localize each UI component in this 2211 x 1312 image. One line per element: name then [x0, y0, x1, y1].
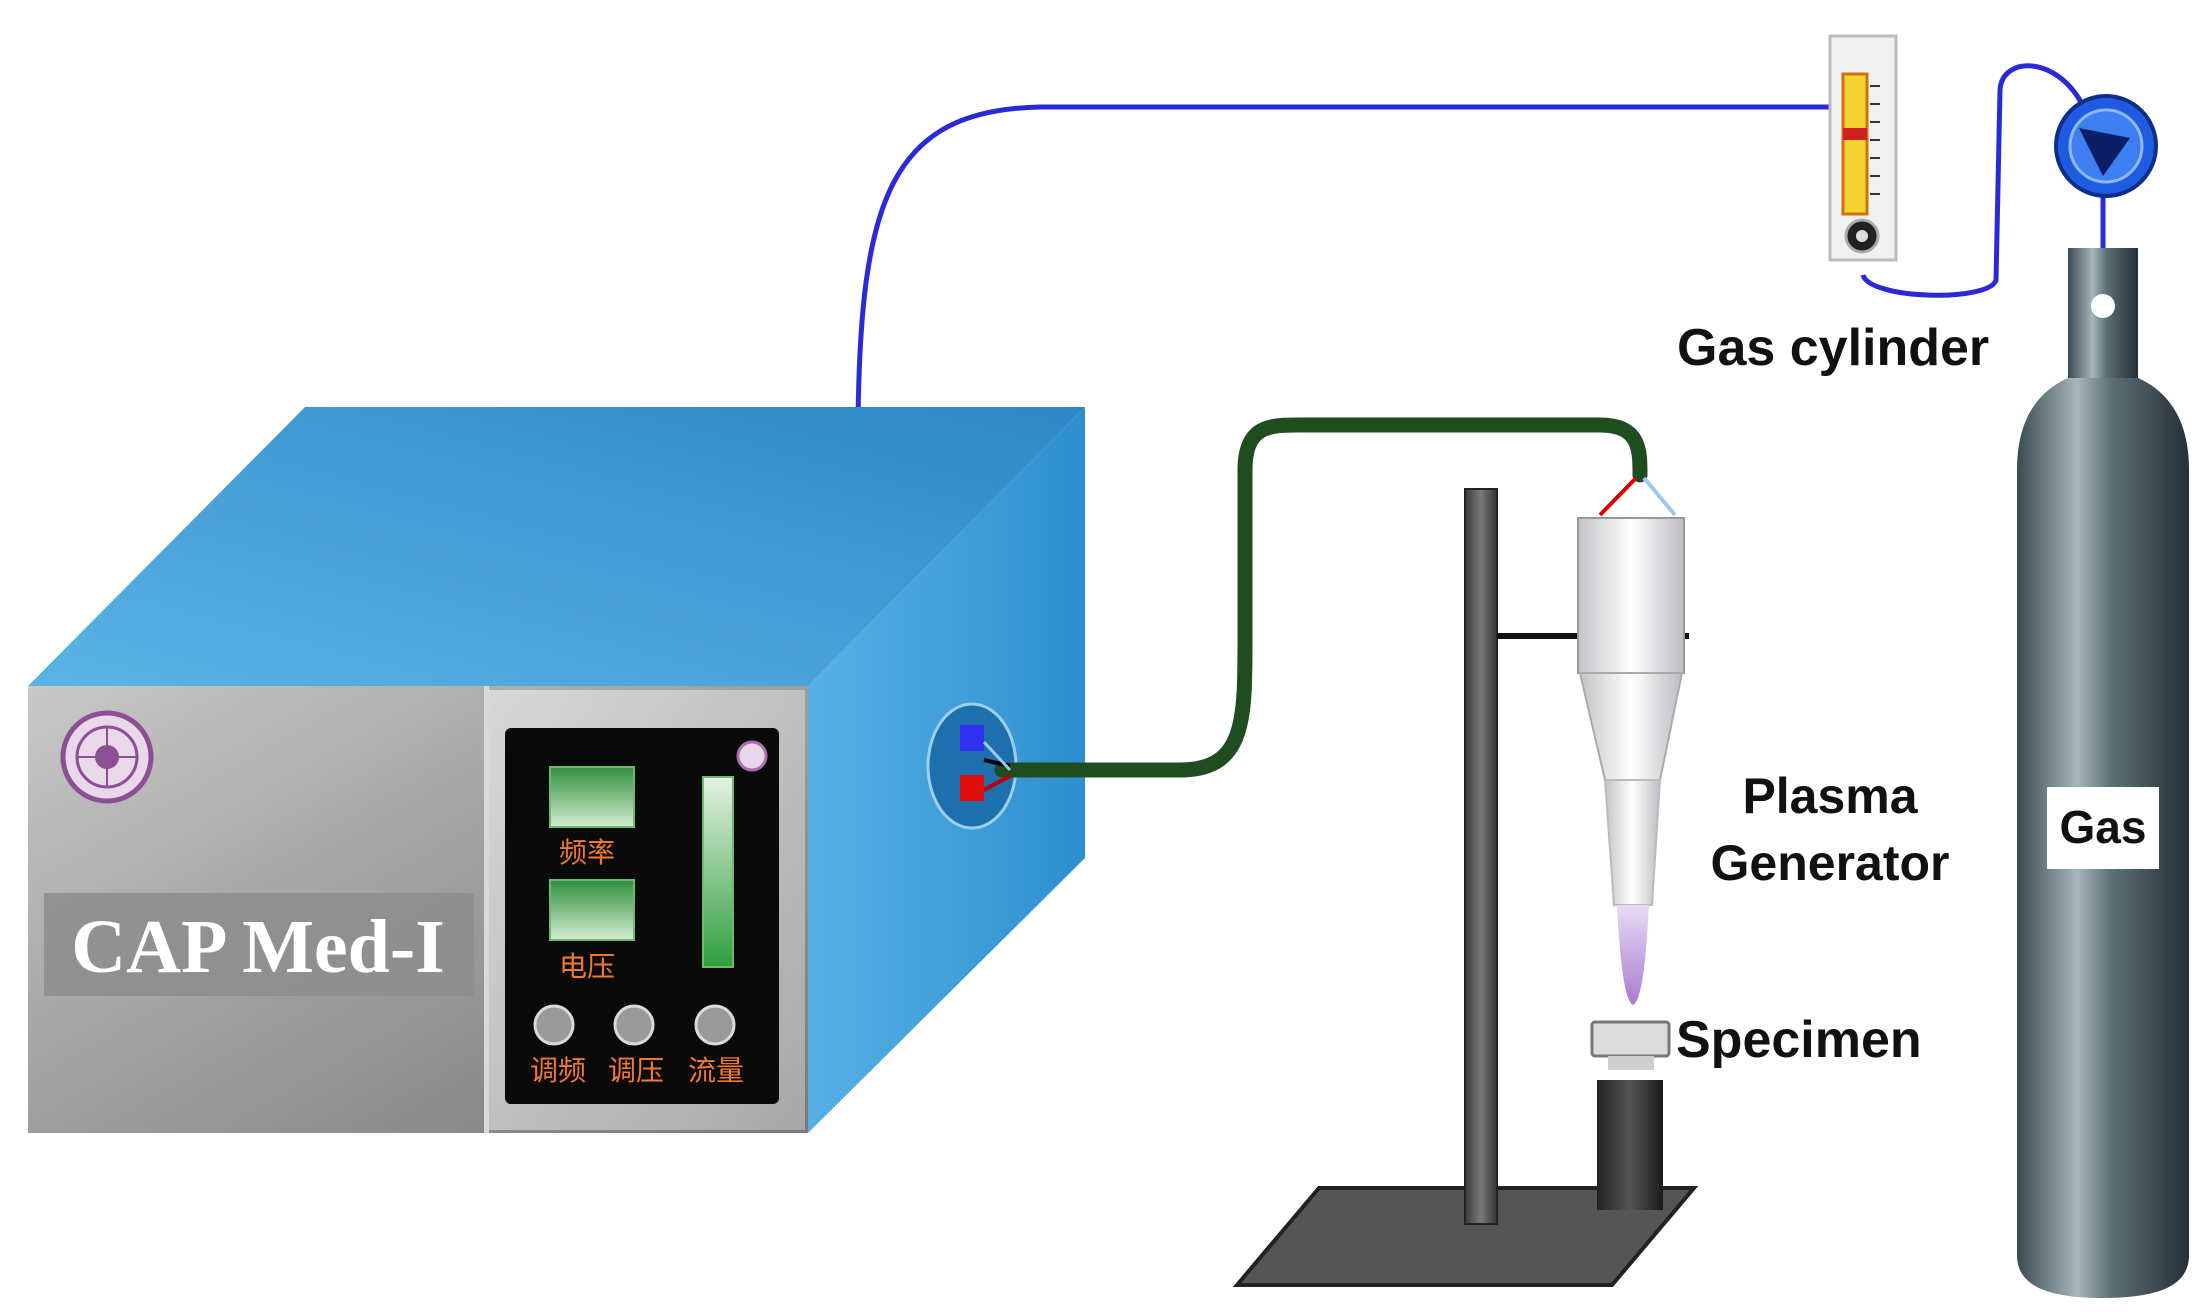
red-terminal [960, 775, 984, 801]
cap-device: CAP Med-I 频率 电压 调频 调压 流量 [28, 407, 1085, 1133]
generator-taper [1578, 672, 1684, 781]
specimen [1590, 1020, 1671, 1070]
gas-label: Gas [2060, 801, 2147, 853]
specimen-holder [1597, 1080, 1663, 1210]
generator-wire-red [1598, 476, 1638, 517]
gas-label-plate [2047, 787, 2159, 869]
plasma-generator-label-line1: Plasma [1742, 768, 1918, 824]
stand [1232, 488, 1699, 1287]
plasma-plume [1617, 905, 1649, 1005]
cable-wire-red [983, 774, 1011, 792]
hv-cable [994, 417, 1648, 778]
device-front-divider [484, 686, 489, 1133]
flow-knob-label: 流量 [688, 1054, 744, 1087]
gas-cylinder: Gas [2017, 248, 2189, 1298]
generator-body [1577, 517, 1685, 674]
voltage-knob-label: 调压 [608, 1054, 664, 1087]
cable-wire-lightblue [982, 740, 1012, 772]
stand-pole [1464, 488, 1498, 1225]
device-name: CAP Med-I [71, 905, 445, 989]
plasma-generator [1577, 517, 1685, 1005]
voltage-screen [549, 879, 635, 941]
display-panel [505, 728, 779, 1104]
generator-wire-lightblue [1642, 476, 1677, 517]
gas-tube-flowmeter-to-valve [1860, 63, 2088, 298]
flow-knob [694, 1004, 736, 1046]
specimen-label: Specimen [1676, 1011, 1922, 1069]
generator-nozzle [1603, 779, 1662, 906]
flowmeter-icon [1828, 34, 1898, 262]
cylinder-neck-hole [2091, 294, 2115, 318]
voltage-label: 电压 [559, 950, 615, 983]
indicator-light [736, 740, 768, 772]
blue-terminal [960, 725, 984, 751]
stand-base [1232, 1186, 1699, 1287]
frequency-knob-label: 调频 [530, 1054, 586, 1087]
gas-tube-device-to-flowmeter [855, 104, 1830, 427]
gas-cylinder-label: Gas cylinder [1677, 319, 1989, 377]
university-seal-icon [60, 710, 154, 804]
device-name-plate [44, 893, 474, 996]
frequency-knob [533, 1004, 575, 1046]
plasma-generator-label-line2: Generator [1711, 835, 1950, 891]
device-top-face [28, 407, 1085, 686]
check-valve-icon [2054, 94, 2158, 198]
voltage-knob [613, 1004, 655, 1046]
frequency-label: 频率 [559, 836, 615, 869]
frequency-screen [549, 766, 635, 828]
flow-level-bar [702, 776, 734, 968]
